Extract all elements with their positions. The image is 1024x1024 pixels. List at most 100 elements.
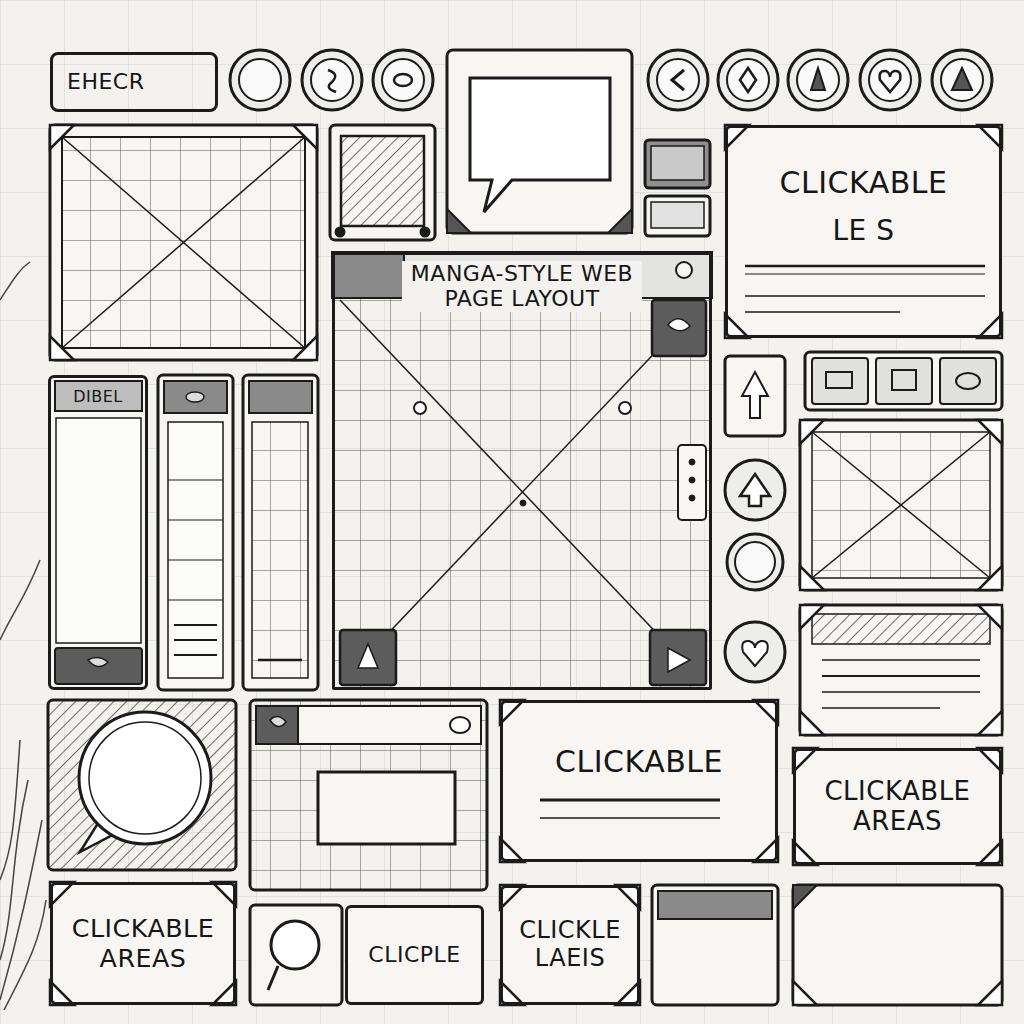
main-panel-decor — [676, 262, 692, 278]
icon-buttons — [302, 50, 362, 110]
speech-bubble-panel — [608, 209, 632, 233]
bottom-panels — [793, 981, 817, 1005]
small-thumbnails — [645, 140, 710, 236]
icon-buttons — [657, 59, 699, 101]
bottom-panels — [256, 706, 298, 744]
main-panel-decor — [689, 477, 695, 483]
clickable-card: CLICPLE — [345, 905, 484, 1005]
right-controls — [725, 622, 785, 682]
image-placeholder-panel — [293, 125, 317, 149]
main-panel-decor — [332, 252, 712, 690]
box-label: CLICPLE — [368, 942, 460, 967]
sidebar-columns — [88, 657, 108, 666]
right-controls — [805, 352, 1002, 410]
box-label: MANGA-STYLE WEB PAGE LAYOUT — [402, 261, 642, 312]
clickable-card: CLICKABLE — [500, 700, 778, 862]
plant-strokes — [0, 560, 40, 640]
bottom-panels — [754, 700, 778, 724]
small-thumbnails — [651, 146, 704, 180]
icon-buttons — [727, 59, 769, 101]
image-placeholder-panel — [50, 125, 317, 360]
bottom-panels — [212, 981, 236, 1005]
box-label: DIBEL — [67, 388, 129, 406]
icon-buttons — [880, 71, 901, 92]
icon-buttons — [230, 50, 290, 110]
right-controls — [800, 420, 1002, 590]
right-controls — [822, 659, 980, 661]
icon-buttons — [311, 59, 353, 101]
main-panel-decor — [332, 252, 404, 298]
bottom-panels — [345, 905, 484, 1005]
right-controls — [812, 432, 990, 578]
image-placeholder-panel — [62, 137, 305, 348]
bottom-panels — [978, 841, 1002, 865]
box-sublabel: LE S — [833, 215, 895, 247]
clickable-card: CLICKABLELE S — [725, 125, 1002, 338]
right-controls — [892, 370, 916, 390]
clickable-card-decor — [745, 273, 985, 274]
bottom-panels — [50, 882, 74, 906]
bottom-panels — [793, 748, 1002, 865]
clickable-card-decor — [725, 314, 749, 338]
main-panel-decor — [678, 445, 706, 520]
right-controls — [800, 605, 824, 629]
clickable-card-decor — [725, 125, 749, 149]
icon-buttons — [373, 50, 433, 110]
image-placeholder-panel — [50, 336, 74, 360]
image-placeholder-panel — [293, 336, 317, 360]
clickable-card-decor — [725, 125, 1002, 338]
right-controls — [812, 614, 990, 644]
bottom-panels — [79, 712, 211, 844]
sidebar-columns — [174, 624, 217, 626]
right-controls — [742, 641, 768, 666]
right-controls — [725, 356, 785, 436]
speech-bubble-panel — [447, 50, 632, 233]
clickable-card: CLICKABLE AREAS — [50, 882, 236, 1005]
sidebar-columns — [258, 659, 302, 662]
right-controls — [725, 460, 785, 520]
bottom-panels — [271, 921, 319, 969]
bottom-panels — [652, 885, 778, 1005]
sidebar-columns — [164, 381, 227, 413]
sidebar-columns — [48, 375, 148, 690]
right-controls — [876, 358, 932, 404]
bottom-panels — [268, 966, 278, 990]
bottom-panels — [793, 885, 817, 909]
small-thumbnails — [645, 196, 710, 236]
icon-buttons — [811, 68, 825, 90]
clickable-card-decor — [745, 265, 985, 268]
sidebar-columns — [168, 479, 223, 480]
bottom-panels — [89, 722, 201, 834]
right-controls — [978, 711, 1002, 735]
sidebar-column: DIBEL — [48, 375, 148, 690]
right-controls — [822, 691, 980, 693]
main-panel-decor — [340, 630, 396, 685]
right-controls — [800, 566, 824, 590]
icon-buttons — [941, 59, 983, 101]
right-controls — [822, 707, 940, 709]
icon-buttons — [797, 59, 839, 101]
main-panel-decor — [689, 459, 695, 465]
box-label: CLICKLE LAEIS — [517, 917, 623, 972]
icon-buttons — [382, 59, 424, 101]
sidebar-columns — [158, 375, 233, 690]
bottom-panels — [50, 981, 74, 1005]
right-controls — [978, 566, 1002, 590]
bottom-panels — [48, 700, 1002, 1005]
bottom-panels — [500, 885, 640, 1005]
icon-buttons — [328, 70, 336, 92]
speech-bubble-panel — [447, 50, 632, 233]
image-placeholder-panel — [50, 125, 74, 149]
clickable-card: CLICKABLE AREAS — [793, 748, 1002, 865]
icon-buttons — [672, 70, 684, 90]
right-controls — [800, 420, 824, 444]
clickable-card: CLICKLE LAEIS — [500, 885, 640, 1005]
right-controls — [800, 711, 824, 735]
sidebar-columns — [249, 381, 312, 413]
image-placeholder-panel — [62, 137, 305, 348]
main-panel-decor — [340, 300, 705, 684]
right-controls — [978, 605, 1002, 629]
